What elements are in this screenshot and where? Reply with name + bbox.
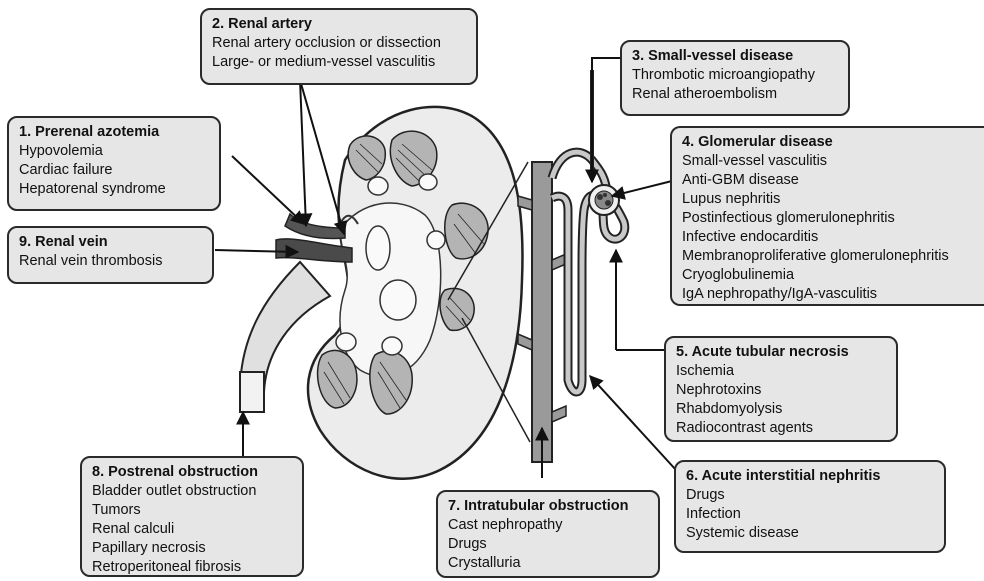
item: Infective endocarditis xyxy=(682,228,981,247)
title-renal-vein: 9. Renal vein xyxy=(19,233,203,252)
item: Renal vein thrombosis xyxy=(19,252,203,271)
box-prerenal: 1. Prerenal azotemia Hypovolemia Cardiac… xyxy=(7,116,221,211)
title-postrenal: 8. Postrenal obstruction xyxy=(92,463,293,482)
box-small-vessel: 3. Small-vessel disease Thrombotic micro… xyxy=(620,40,850,116)
item: Small-vessel vasculitis xyxy=(682,152,981,171)
arrow-renal-artery-b xyxy=(300,80,344,234)
item: Crystalluria xyxy=(448,554,649,573)
box-postrenal: 8. Postrenal obstruction Bladder outlet … xyxy=(80,456,304,577)
item: Membranoproliferative glomerulonephritis xyxy=(682,247,981,266)
title-glomerular: 4. Glomerular disease xyxy=(682,133,981,152)
item: Renal calculi xyxy=(92,520,293,539)
title-prerenal: 1. Prerenal azotemia xyxy=(19,123,210,142)
box-intratubular: 7. Intratubular obstruction Cast nephrop… xyxy=(436,490,660,578)
renal-artery xyxy=(285,214,345,239)
item: Anti-GBM disease xyxy=(682,171,981,190)
item: Ischemia xyxy=(676,362,887,381)
item: Large- or medium-vessel vasculitis xyxy=(212,53,467,72)
item: Papillary necrosis xyxy=(92,539,293,558)
item: Infection xyxy=(686,505,935,524)
title-atn: 5. Acute tubular necrosis xyxy=(676,343,887,362)
item: Drugs xyxy=(448,535,649,554)
arrow-renal-artery-a xyxy=(300,80,306,226)
item: Cast nephropathy xyxy=(448,516,649,535)
item: Nephrotoxins xyxy=(676,381,887,400)
item: Thrombotic microangiopathy xyxy=(632,66,839,85)
item: Systemic disease xyxy=(686,524,935,543)
title-renal-artery: 2. Renal artery xyxy=(212,15,467,34)
item: Hepatorenal syndrome xyxy=(19,180,210,199)
item: Renal atheroembolism xyxy=(632,85,839,104)
title-small-vessel: 3. Small-vessel disease xyxy=(632,47,839,66)
item: IgA nephropathy/IgA-vasculitis xyxy=(682,285,981,304)
item: Bladder outlet obstruction xyxy=(92,482,293,501)
title-intratubular: 7. Intratubular obstruction xyxy=(448,497,649,516)
item: Drugs xyxy=(686,486,935,505)
item: Retroperitoneal fibrosis xyxy=(92,558,293,577)
box-renal-vein: 9. Renal vein Renal vein thrombosis xyxy=(7,226,214,284)
arrow-glomerular xyxy=(612,180,676,196)
box-atn: 5. Acute tubular necrosis Ischemia Nephr… xyxy=(664,336,898,442)
item: Lupus nephritis xyxy=(682,190,981,209)
item: Tumors xyxy=(92,501,293,520)
item: Radiocontrast agents xyxy=(676,419,887,438)
item: Cryoglobulinemia xyxy=(682,266,981,285)
item: Rhabdomyolysis xyxy=(676,400,887,419)
box-renal-artery: 2. Renal artery Renal artery occlusion o… xyxy=(200,8,478,85)
ureter-end xyxy=(240,372,264,412)
collecting-duct xyxy=(532,162,552,462)
item: Hypovolemia xyxy=(19,142,210,161)
item: Renal artery occlusion or dissection xyxy=(212,34,467,53)
box-glomerular: 4. Glomerular disease Small-vessel vascu… xyxy=(670,126,984,306)
title-ain: 6. Acute interstitial nephritis xyxy=(686,467,935,486)
box-ain: 6. Acute interstitial nephritis Drugs In… xyxy=(674,460,946,553)
item: Cardiac failure xyxy=(19,161,210,180)
item: Postinfectious glomerulonephritis xyxy=(682,209,981,228)
arrow-prerenal xyxy=(232,156,304,224)
